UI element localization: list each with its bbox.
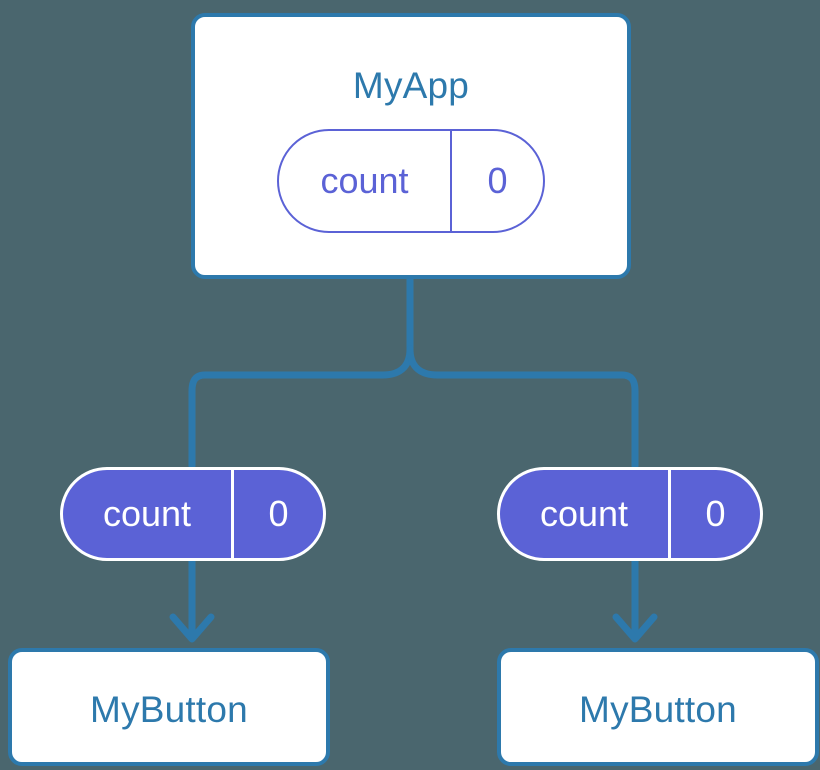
- component-node-mybutton-0[interactable]: MyButton: [8, 648, 330, 766]
- fork-left-connector: [188, 345, 414, 470]
- component-label-myapp: MyApp: [352, 65, 470, 106]
- state-pill-child-0[interactable]: count 0: [60, 467, 326, 561]
- state-key-child-0: count: [63, 470, 234, 558]
- right-arrow-head-icon: [612, 613, 658, 643]
- component-label-mybutton-1: MyButton: [579, 689, 737, 730]
- fork-right-connector: [406, 345, 639, 470]
- state-pill-root[interactable]: count 0: [277, 129, 545, 233]
- component-label-mybutton-0: MyButton: [90, 689, 248, 730]
- state-key-root: count: [279, 131, 452, 231]
- state-value-root: 0: [487, 160, 508, 201]
- state-key-child-1: count: [500, 470, 671, 558]
- state-value-child-1: 0: [705, 493, 726, 534]
- component-node-mybutton-1[interactable]: MyButton: [497, 648, 819, 766]
- left-arrow-head-icon: [169, 613, 215, 643]
- state-value-child-0: 0: [268, 493, 289, 534]
- state-pill-child-1[interactable]: count 0: [497, 467, 763, 561]
